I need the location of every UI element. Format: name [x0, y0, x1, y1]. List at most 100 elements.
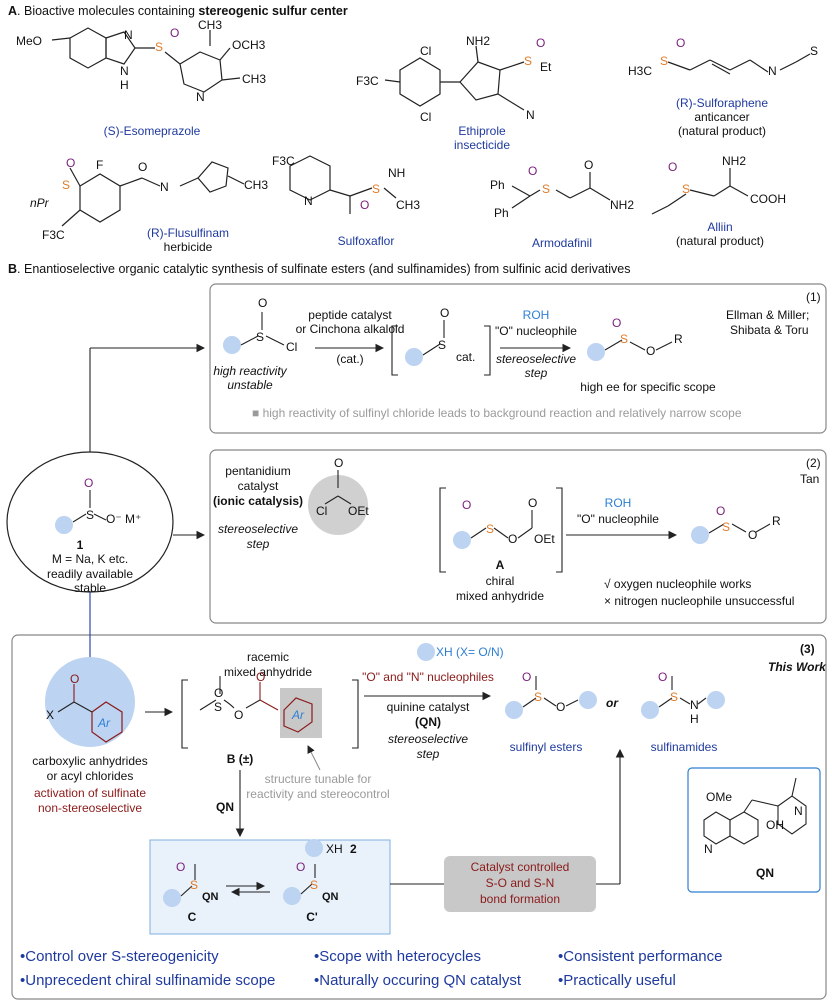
armodafinil-nh2: NH2 — [610, 198, 635, 212]
route3-step2: step — [416, 747, 440, 761]
feature-6: •Practically useful — [558, 972, 676, 989]
armodafinil-ph-top: Ph — [490, 178, 505, 192]
ethiprole-cl-bottom: Cl — [420, 110, 432, 124]
alliin-note: (natural product) — [675, 234, 765, 248]
route1-step2: step — [524, 366, 548, 380]
flusulfinam-o: O — [66, 156, 76, 170]
route1-cl: Cl — [286, 340, 298, 354]
route3-amide-n: N — [690, 698, 699, 712]
route2-step1: stereoselective — [217, 522, 299, 536]
ethiprole-cn-n: N — [526, 108, 535, 122]
section-b-title-text: . Enantioselective organic catalytic syn… — [17, 262, 631, 276]
quinine-n-bicycle: N — [794, 804, 803, 818]
route3-two: 2 — [350, 842, 357, 856]
route3-xh: XH (X= O/N) — [436, 645, 504, 659]
route3-nucs: "O" and "N" nucleophiles — [362, 670, 494, 684]
ethiprole-name: Ethiprole — [458, 124, 506, 138]
route3-x: X — [46, 708, 55, 722]
route1-int-o: O — [440, 306, 450, 320]
route3-cp-o: O — [296, 860, 306, 874]
section-b-letter: B — [8, 262, 18, 276]
route2-roh: ROH — [604, 496, 632, 510]
route2-prod-s: S — [722, 520, 731, 534]
route3-c-s: S — [190, 878, 199, 892]
quinine-label: QN — [756, 866, 774, 880]
route1-prod-r: R — [674, 332, 683, 346]
alliin-s: S — [682, 182, 691, 196]
route3-c-label: C — [187, 910, 197, 924]
route3-amide-o: O — [658, 670, 668, 684]
ethiprole-nh2: NH2 — [466, 34, 491, 48]
start-number: 1 — [76, 538, 84, 552]
route1-reagent1: peptide catalyst — [308, 308, 392, 322]
flusulfinam-ch3: CH3 — [244, 178, 269, 192]
route2-reagent-o: O — [334, 456, 344, 470]
route3-racemic1: racemic — [246, 650, 290, 664]
alliin-o: O — [668, 160, 678, 174]
flusulfinam-nh: N — [160, 180, 169, 194]
sulfoxaflor-n: N — [304, 194, 313, 208]
ethiprole-et: Et — [540, 60, 552, 74]
route3-tunable2: reactivity and stereocontrol — [246, 787, 390, 801]
alliin-nh2: NH2 — [722, 154, 747, 168]
route3-qn-arrow: QN — [216, 800, 234, 814]
alliin-cooh: COOH — [750, 192, 786, 206]
sulfoxaflor-f3c: F3C — [272, 154, 295, 168]
route1-prod-o: O — [612, 316, 622, 330]
sulforaphene-name: (R)-Sulforaphene — [675, 96, 769, 110]
section-a-title-bold: stereogenic sulfur center — [198, 4, 348, 18]
sulforaphene-n: N — [768, 64, 777, 78]
armodafinil-s: S — [542, 182, 551, 196]
route1-int-s: S — [438, 338, 447, 352]
ethiprole-o: O — [536, 36, 546, 50]
route3-tunable1: structure tunable for — [264, 772, 372, 786]
esomeprazole-meo: MeO — [16, 34, 43, 48]
route1-reagent3: (cat.) — [336, 352, 364, 366]
feature-1: •Control over S-stereogenicity — [20, 948, 219, 965]
ethiprole-role: insecticide — [453, 138, 511, 152]
esomeprazole-n: N — [124, 28, 133, 42]
esomeprazole-nh: N — [120, 64, 129, 78]
start-s: S — [86, 508, 95, 522]
sulfoxaflor-structure — [289, 155, 397, 214]
route2-step2: step — [246, 537, 270, 551]
route3-act1: activation of sulfinate — [33, 786, 147, 800]
flusulfinam-role: herbicide — [163, 240, 213, 254]
feature-4: •Unprecedent chiral sulfinamide scope — [20, 972, 276, 989]
sulfoxaflor-s: S — [372, 182, 381, 196]
route3-qn2: (QN) — [415, 715, 441, 729]
flusulfinam-o-amide: O — [138, 160, 148, 174]
route2-int1: chiral — [485, 574, 515, 588]
route2-cat3: (ionic catalysis) — [212, 494, 304, 508]
flusulfinam-npr: nPr — [30, 196, 49, 210]
route1-reagent2: or Cinchona alkaloid — [295, 322, 405, 336]
route3-cp-s: S — [310, 878, 319, 892]
catalyst-box-line1: Catalyst controlled — [470, 860, 570, 874]
route3-esters: sulfinyl esters — [509, 740, 583, 754]
route3-b-s: S — [214, 700, 223, 714]
route3-ester-o2: O — [556, 700, 566, 714]
route3-xh2: XH — [326, 842, 343, 856]
esomeprazole-name: (S)-Esomeprazole — [103, 124, 201, 138]
route3-b-o: O — [214, 686, 224, 700]
route3-b-ar: Ar — [292, 708, 304, 722]
feature-5: •Naturally occuring QN catalyst — [314, 972, 521, 989]
esomeprazole-pyr-n: N — [196, 90, 205, 104]
quinine-n-ring: N — [704, 842, 713, 856]
route2-prod-o2: O — [748, 528, 758, 542]
armodafinil-structure — [511, 172, 611, 209]
route3-title: This Work — [768, 660, 826, 674]
route1-sub1: high reactivity — [213, 364, 287, 378]
route1-s: S — [256, 330, 265, 344]
alliin-structure — [651, 168, 749, 215]
catalyst-box-line2: S-O and S-N — [485, 876, 555, 890]
flusulfinam-s: S — [62, 178, 71, 192]
route3-c-o: O — [176, 860, 186, 874]
esomeprazole-o: O — [170, 26, 180, 40]
sulfoxaflor-name: Sulfoxaflor — [337, 234, 395, 248]
section-a-letter: A — [8, 4, 18, 18]
route2-cat1: pentanidium — [225, 464, 291, 478]
sulforaphene-o: O — [676, 36, 686, 50]
route3-amide-h: H — [690, 712, 699, 726]
